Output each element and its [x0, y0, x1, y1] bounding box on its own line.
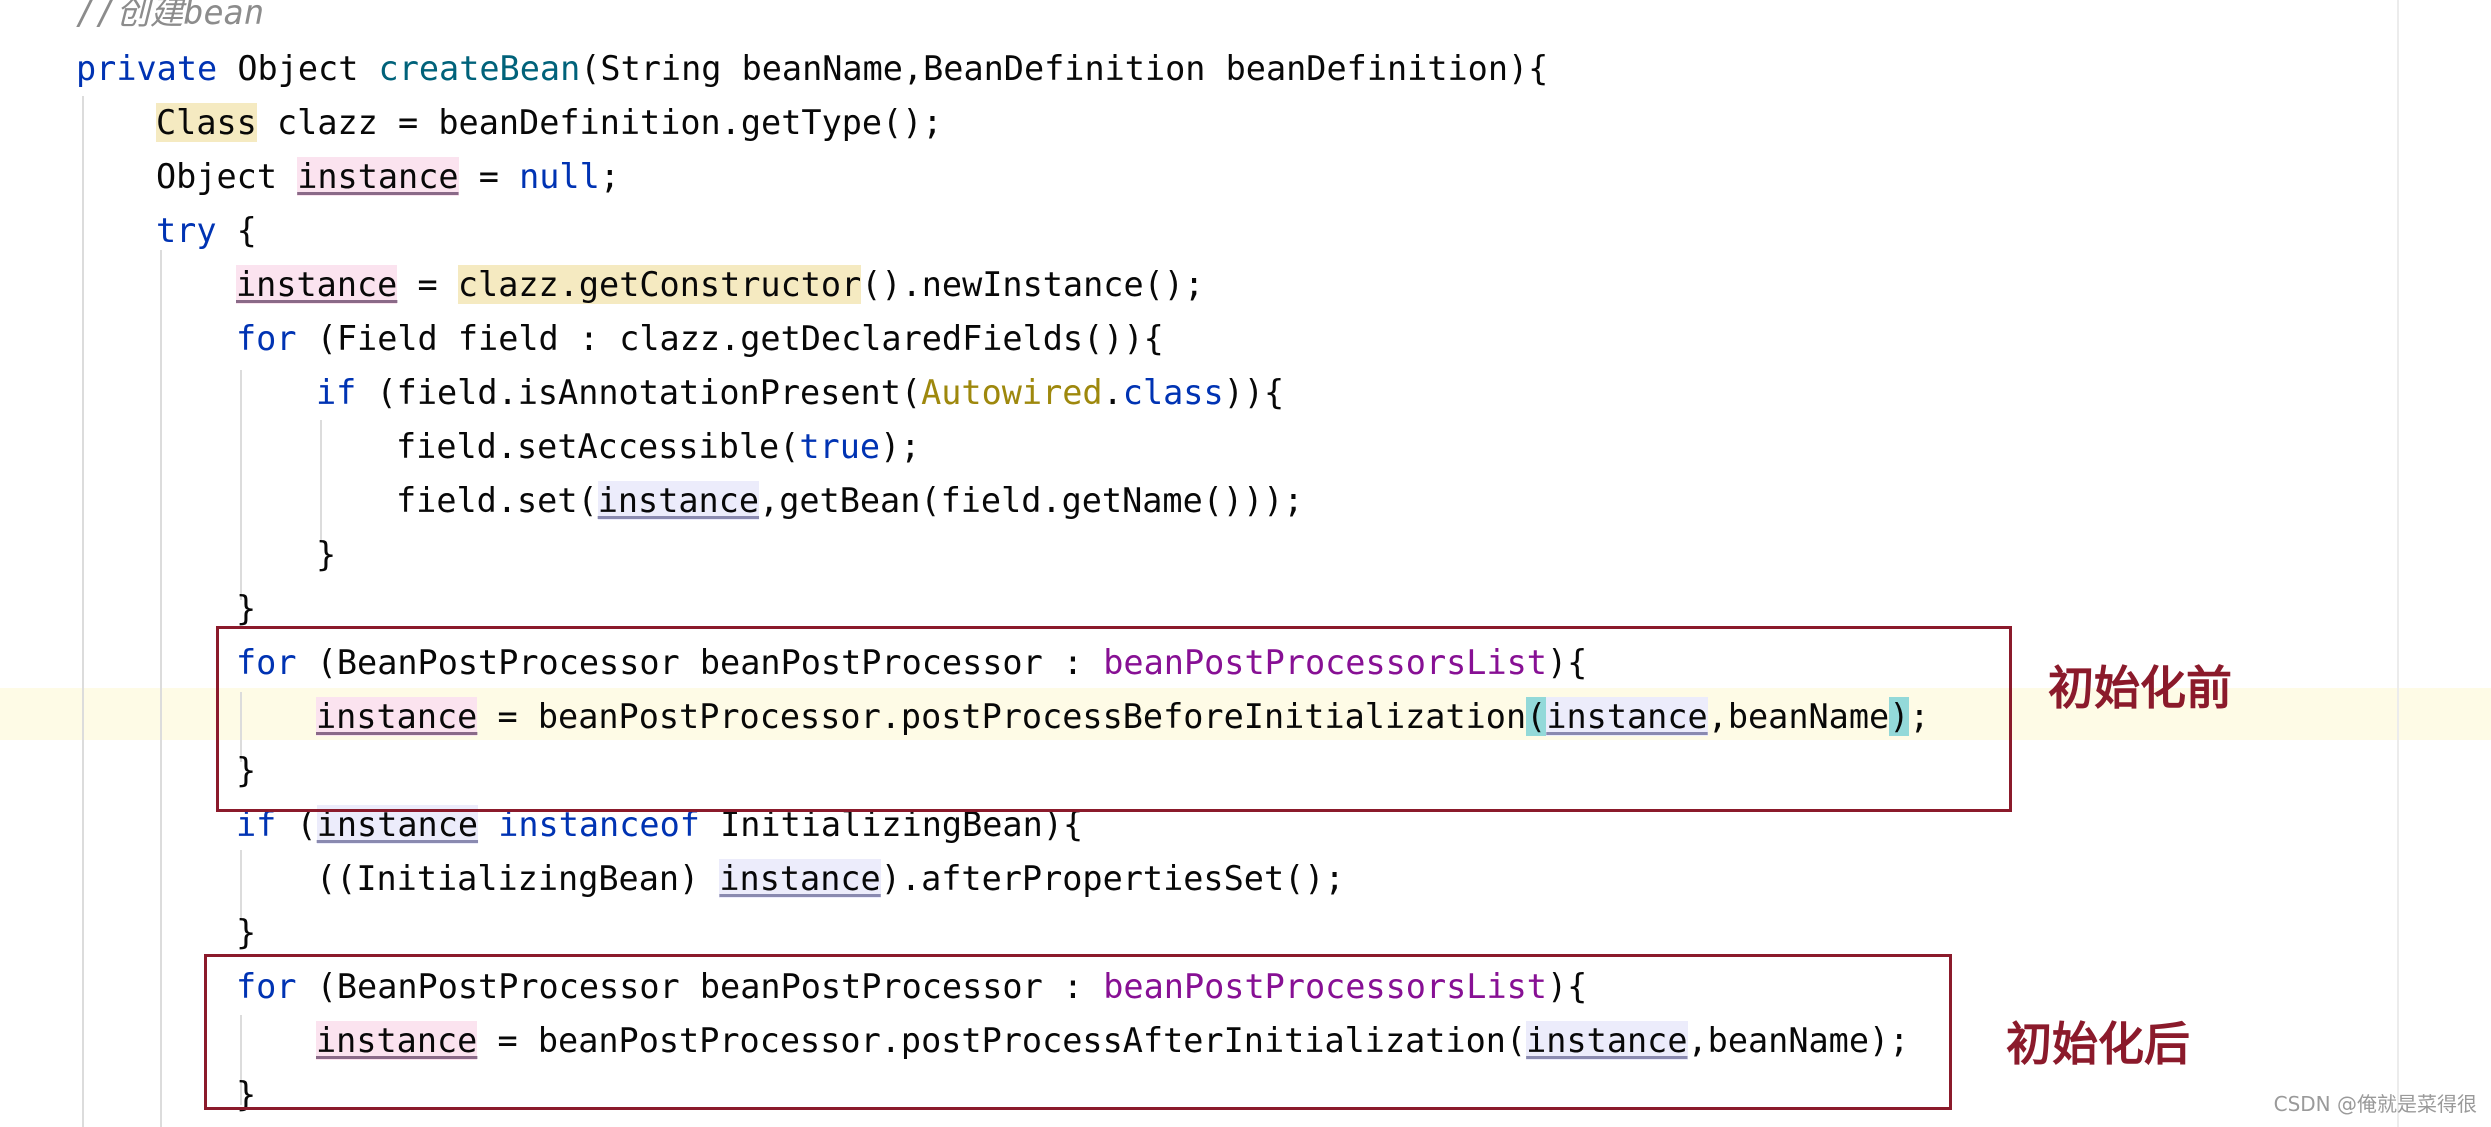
- code-text: );: [880, 427, 921, 466]
- after-init-highlight-box: [204, 954, 1952, 1110]
- indent-guide: [240, 692, 242, 762]
- code-text: ,getBean(field.getName()));: [759, 481, 1304, 520]
- comment-text: 创建bean: [116, 0, 265, 32]
- code-text: )){: [1223, 373, 1285, 412]
- code-text: (field.isAnnotationPresent(: [356, 373, 922, 412]
- code-line-after-properties[interactable]: ((InitializingBean) instance).afterPrope…: [316, 852, 1345, 906]
- indent-guide: [240, 1015, 242, 1105]
- code-text: (Field field : clazz.getDeclaredFields()…: [296, 319, 1164, 358]
- constructor-call: clazz.getConstructor: [457, 265, 862, 304]
- code-text: }: [236, 913, 257, 952]
- code-text: ((InitializingBean): [316, 859, 720, 898]
- code-line-signature[interactable]: private Object createBean(String beanNam…: [76, 42, 1548, 96]
- code-line-before-init[interactable]: instance = beanPostProcessor.postProcess…: [316, 690, 1930, 744]
- return-type: Object: [237, 49, 359, 88]
- keyword: private: [76, 49, 218, 88]
- code-line-set-accessible[interactable]: field.setAccessible(true);: [396, 420, 920, 474]
- code-text: }: [236, 1075, 257, 1114]
- variable-instance: instance: [719, 859, 881, 898]
- class-type: Class: [156, 103, 257, 142]
- variable-instance: instance: [1526, 1021, 1688, 1060]
- field-reference: beanPostProcessorsList: [1103, 643, 1547, 682]
- keyword: for: [236, 967, 297, 1006]
- code-line-instance-decl[interactable]: Object instance = null;: [156, 150, 620, 204]
- code-text: ){: [1546, 643, 1588, 682]
- code-text: (BeanPostProcessor beanPostProcessor :: [296, 643, 1104, 682]
- before-init-label: 初始化前: [2048, 661, 2232, 715]
- code-text: ;: [599, 157, 620, 196]
- keyword: try: [156, 211, 217, 250]
- code-text: field.set(: [396, 481, 598, 520]
- code-text: ;: [1909, 697, 1930, 736]
- code-text: ){: [1546, 967, 1588, 1006]
- method-name: createBean: [378, 49, 581, 88]
- indent-guide: [240, 370, 242, 600]
- code-text: ,beanName: [1707, 697, 1890, 736]
- code-text: }: [316, 535, 337, 574]
- code-text: = beanPostProcessor.postProcessBeforeIni…: [477, 697, 1527, 736]
- code-text: field.setAccessible(: [396, 427, 800, 466]
- code-line-if-annotation[interactable]: if (field.isAnnotationPresent(Autowired.…: [316, 366, 1284, 420]
- type-name: Object: [156, 157, 278, 196]
- code-line-try[interactable]: try {: [156, 204, 257, 258]
- indent-guide: [240, 850, 242, 920]
- indent-guide: [160, 250, 162, 1127]
- keyword: if: [316, 373, 357, 412]
- code-line-after-init[interactable]: instance = beanPostProcessor.postProcess…: [316, 1014, 1909, 1068]
- variable-instance: instance: [316, 1021, 478, 1060]
- code-line-for-processors[interactable]: for (BeanPostProcessor beanPostProcessor…: [236, 636, 1587, 690]
- method-params: (String beanName,BeanDefinition beanDefi…: [580, 49, 1549, 88]
- paren-match: (: [1526, 697, 1547, 736]
- code-text: }: [236, 589, 257, 628]
- code-text: clazz = beanDefinition.getType();: [256, 103, 943, 142]
- code-text: {: [216, 211, 257, 250]
- code-text: ().newInstance();: [861, 265, 1205, 304]
- code-line-close-brace[interactable]: }: [236, 906, 256, 960]
- watermark: CSDN @俺就是菜得很: [2273, 1092, 2477, 1116]
- code-line-field-set[interactable]: field.set(instance,getBean(field.getName…: [396, 474, 1304, 528]
- code-line-new-instance[interactable]: instance = clazz.getConstructor().newIns…: [236, 258, 1204, 312]
- code-line-comment[interactable]: //创建bean: [76, 0, 264, 40]
- code-text: ).afterPropertiesSet();: [880, 859, 1345, 898]
- indent-guide: [320, 420, 322, 540]
- code-text: =: [458, 157, 520, 196]
- variable-instance: instance: [1546, 697, 1708, 736]
- code-text: =: [397, 265, 458, 304]
- code-line-clazz[interactable]: Class clazz = beanDefinition.getType();: [156, 96, 943, 150]
- code-line-close-brace[interactable]: }: [236, 1068, 256, 1122]
- keyword: class: [1122, 373, 1224, 412]
- code-line-close-brace[interactable]: }: [236, 744, 256, 798]
- keyword: true: [799, 427, 881, 466]
- code-text: = beanPostProcessor.postProcessAfterInit…: [477, 1021, 1527, 1060]
- comment-slashes: //: [76, 0, 117, 32]
- variable-instance: instance: [316, 697, 478, 736]
- indent-guide: [82, 96, 84, 1127]
- code-line-close-brace[interactable]: }: [316, 528, 336, 582]
- right-margin-guide: [2397, 0, 2399, 1127]
- annotation-name: Autowired: [921, 373, 1103, 412]
- code-line-close-brace[interactable]: }: [236, 582, 256, 636]
- code-text: (: [276, 805, 317, 844]
- code-line-for-fields[interactable]: for (Field field : clazz.getDeclaredFiel…: [236, 312, 1164, 366]
- keyword: null: [519, 157, 600, 196]
- code-text: (BeanPostProcessor beanPostProcessor :: [296, 967, 1104, 1006]
- code-text: }: [236, 751, 257, 790]
- before-init-highlight-box: [216, 626, 2012, 812]
- paren-match: ): [1889, 697, 1910, 736]
- code-text: .: [1102, 373, 1123, 412]
- keyword: for: [236, 643, 297, 682]
- code-text: ,beanName);: [1687, 1021, 1910, 1060]
- code-line-for-processors[interactable]: for (BeanPostProcessor beanPostProcessor…: [236, 960, 1587, 1014]
- field-reference: beanPostProcessorsList: [1103, 967, 1547, 1006]
- variable-instance: instance: [297, 157, 459, 196]
- after-init-label: 初始化后: [2006, 1017, 2190, 1071]
- variable-instance: instance: [597, 481, 760, 520]
- variable-instance: instance: [236, 265, 398, 304]
- keyword: for: [236, 319, 297, 358]
